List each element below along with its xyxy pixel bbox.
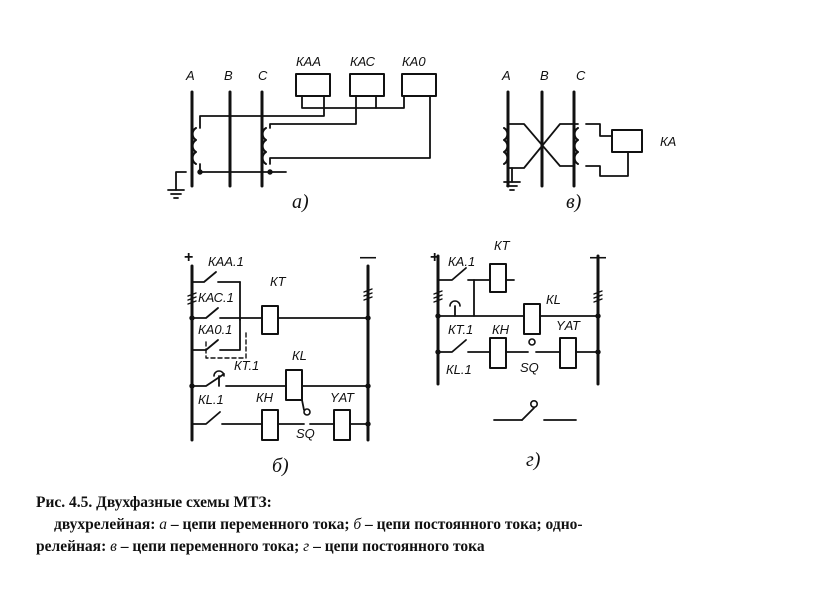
- diagram-label-g: г): [526, 449, 541, 471]
- caption-text: – цепи постоянного тока: [309, 538, 485, 555]
- coil-kt-g: [489, 263, 507, 293]
- current-transformer-a-v: [503, 127, 509, 165]
- coil-label-kt-g: КТ: [494, 238, 511, 253]
- contact-label-kl1-g: КL.1: [446, 362, 472, 377]
- diagram-label-v: в): [566, 191, 582, 213]
- caption-symbol: б: [353, 516, 362, 533]
- current-transformer-c: [261, 127, 267, 165]
- contact-label-ka01: КА0.1: [198, 322, 232, 337]
- wiring-a: [167, 95, 431, 199]
- caption-title: Рис. 4.5. Двухфазные схемы МТЗ:: [36, 494, 272, 511]
- phase-label-c: C: [258, 68, 268, 83]
- caption-symbol: а: [159, 516, 168, 533]
- caption-text: – цепи переменного тока;: [116, 538, 304, 555]
- caption-body: двухрелейная: а – цепи переменного тока;…: [36, 514, 806, 536]
- diagram-label-b: б): [272, 455, 289, 477]
- coil-label-kh-b: КН: [256, 390, 274, 405]
- current-transformer-a: [191, 127, 197, 165]
- relay-label-kaa: КАА: [296, 54, 321, 69]
- contact-label-kt1-b: КТ.1: [234, 358, 259, 373]
- diagram-g: + — КА.1 КТ.1 КL.1 КТ КL КН YАТ SQ: [430, 238, 606, 471]
- figure-caption: Рис. 4.5. Двухфазные схемы МТЗ: двухреле…: [36, 492, 806, 558]
- relay-kac: [349, 73, 385, 97]
- caption-symbol: г: [303, 538, 310, 555]
- coil-yat-b: [333, 409, 351, 441]
- wiring-g: [433, 267, 603, 355]
- coil-yat-g: [559, 337, 577, 369]
- switch-label-sq-b: SQ: [296, 426, 315, 441]
- switch-label-sq-g: SQ: [520, 360, 539, 375]
- wiring-v: [503, 123, 629, 191]
- caption-text: релейная:: [36, 538, 111, 555]
- coil-kt-b: [261, 305, 279, 335]
- relay-label-ka: КА: [660, 134, 676, 149]
- current-transformer-c-v: [573, 127, 579, 165]
- coil-label-kt-b: КТ: [270, 274, 287, 289]
- phase-label-a: A: [185, 68, 195, 83]
- switch-symbol-sq: [493, 399, 577, 421]
- diagram-v: A B C КА в): [501, 68, 676, 213]
- contact-label-ka1: КА.1: [448, 254, 475, 269]
- coil-kl-b: [285, 369, 303, 401]
- diagram-a: A B C КАА КАС КА0: [167, 54, 437, 213]
- plus-label-b: +: [184, 249, 193, 266]
- phase-label-a-v: A: [501, 68, 511, 83]
- relay-kaa: [295, 73, 331, 97]
- phase-label-b: B: [224, 68, 233, 83]
- diagram-b: + — КАА.1 КАС.1 КА0.1 КТ.1 КL.1 КТ КL КН…: [184, 249, 376, 477]
- contact-label-kl1-b: КL.1: [198, 392, 224, 407]
- caption-symbol: в: [110, 538, 117, 555]
- relay-ka0: [401, 73, 437, 97]
- coil-kl-g: [523, 303, 541, 335]
- caption-body-line2: релейная: в – цепи переменного тока; г –…: [36, 536, 806, 558]
- contact-label-kac1: КАС.1: [198, 290, 234, 305]
- diagram-label-a: а): [292, 191, 309, 213]
- coil-label-yat-b: YАТ: [330, 390, 355, 405]
- coil-label-yat-g: YАТ: [556, 318, 581, 333]
- relay-label-kac: КАС: [350, 54, 376, 69]
- coil-kh-g: [489, 337, 507, 369]
- coil-label-kl-b: КL: [292, 348, 307, 363]
- minus-label-b: —: [360, 249, 376, 266]
- caption-text: двухрелейная:: [54, 516, 160, 533]
- coil-label-kl-g: КL: [546, 292, 561, 307]
- plus-label-g: +: [430, 249, 439, 266]
- contact-label-kaa1: КАА.1: [208, 254, 244, 269]
- contact-label-kt1-g: КТ.1: [448, 322, 473, 337]
- coil-label-kh-g: КН: [492, 322, 510, 337]
- caption-text: – цепи постоянного тока; одно-: [361, 516, 583, 533]
- relay-ka: [611, 129, 643, 153]
- caption-text: – цепи переменного тока;: [167, 516, 354, 533]
- wiring-b: [187, 271, 373, 427]
- phase-label-c-v: C: [576, 68, 586, 83]
- phase-label-b-v: B: [540, 68, 549, 83]
- coil-kh-b: [261, 409, 279, 441]
- relay-label-ka0: КА0: [402, 54, 426, 69]
